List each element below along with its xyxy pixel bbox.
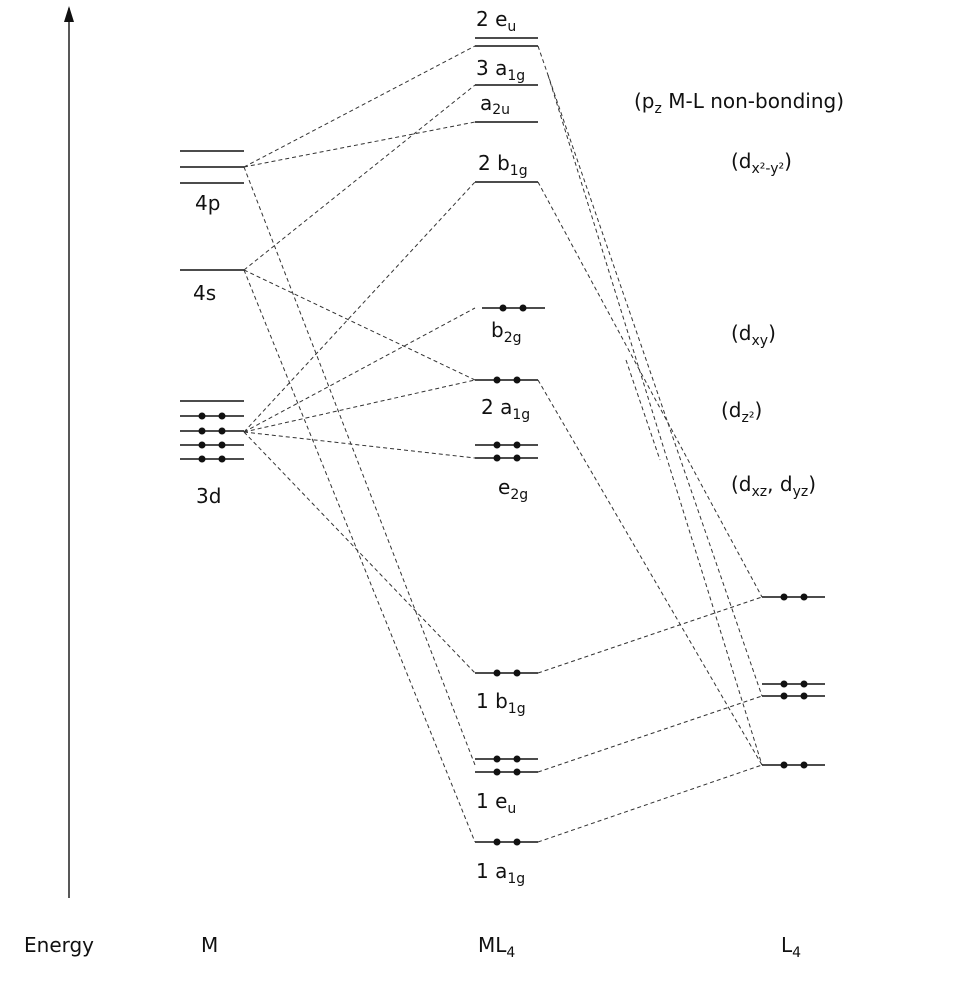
conn-4p-2eu <box>243 45 476 168</box>
conn-3d-eg <box>243 431 476 459</box>
annotation-pz: (pz M-L non-bonding) <box>634 89 844 117</box>
conn-stub <box>625 359 661 461</box>
annotation-dxy: (dxy) <box>731 321 776 349</box>
conn-4p-1eu <box>243 166 476 766</box>
conn-2a1g-L4d <box>537 379 763 766</box>
label-3a1g: 3 a1g <box>476 56 525 84</box>
conn-3d-2b1g <box>243 181 476 433</box>
conn-4s-1a1g <box>243 269 476 843</box>
annotation-dx2y2: (dx²-y²) <box>731 149 792 177</box>
conn-3d-2a1g <box>243 379 476 433</box>
conn-4p-a2u <box>243 121 476 168</box>
column-label-metal: M <box>201 933 218 957</box>
electrons-l4 <box>780 593 808 769</box>
label-4s: 4s <box>193 281 216 305</box>
correlation-lines <box>243 45 763 843</box>
column-label-complex: ML4 <box>478 933 515 961</box>
electrons-3d <box>198 412 226 463</box>
conn-1a1g-L4 <box>537 764 763 843</box>
annotation-dxz-dyz: (dxz, dyz) <box>731 472 816 500</box>
label-2eu: 2 eu <box>476 7 516 35</box>
conn-1b1g-L4 <box>537 596 763 674</box>
complex-levels <box>475 37 545 846</box>
annotation-dz2: (dz²) <box>721 398 762 426</box>
conn-1eu-L4 <box>537 695 763 773</box>
label-a2u: a2u <box>480 91 510 118</box>
label-2a1g: 2 a1g <box>481 395 530 423</box>
label-eg: e2g <box>498 475 528 503</box>
label-1eu: 1 eu <box>476 789 516 817</box>
ligand-levels <box>762 593 825 769</box>
energy-label: Energy <box>24 933 94 957</box>
label-1a1g: 1 a1g <box>476 859 525 887</box>
label-b2g: b2g <box>491 318 522 346</box>
conn-2eu-L4a <box>537 45 763 697</box>
label-3d: 3d <box>196 484 221 508</box>
electrons-ml4 <box>493 304 527 846</box>
conn-4s-3a1g <box>243 84 476 271</box>
label-1b1g: 1 b1g <box>476 689 526 717</box>
conn-3d-b2g <box>243 307 476 433</box>
label-4p: 4p <box>195 191 220 215</box>
column-label-ligand: L4 <box>781 933 801 961</box>
conn-4s-2a1g <box>243 269 476 381</box>
conn-3d-1b1g <box>243 431 476 674</box>
metal-levels <box>180 150 244 463</box>
arrowhead-icon <box>64 6 74 22</box>
label-2b1g: 2 b1g <box>478 151 528 179</box>
conn-2b1g-L4c <box>537 181 763 598</box>
conn-3a1g-L4b <box>547 74 763 766</box>
